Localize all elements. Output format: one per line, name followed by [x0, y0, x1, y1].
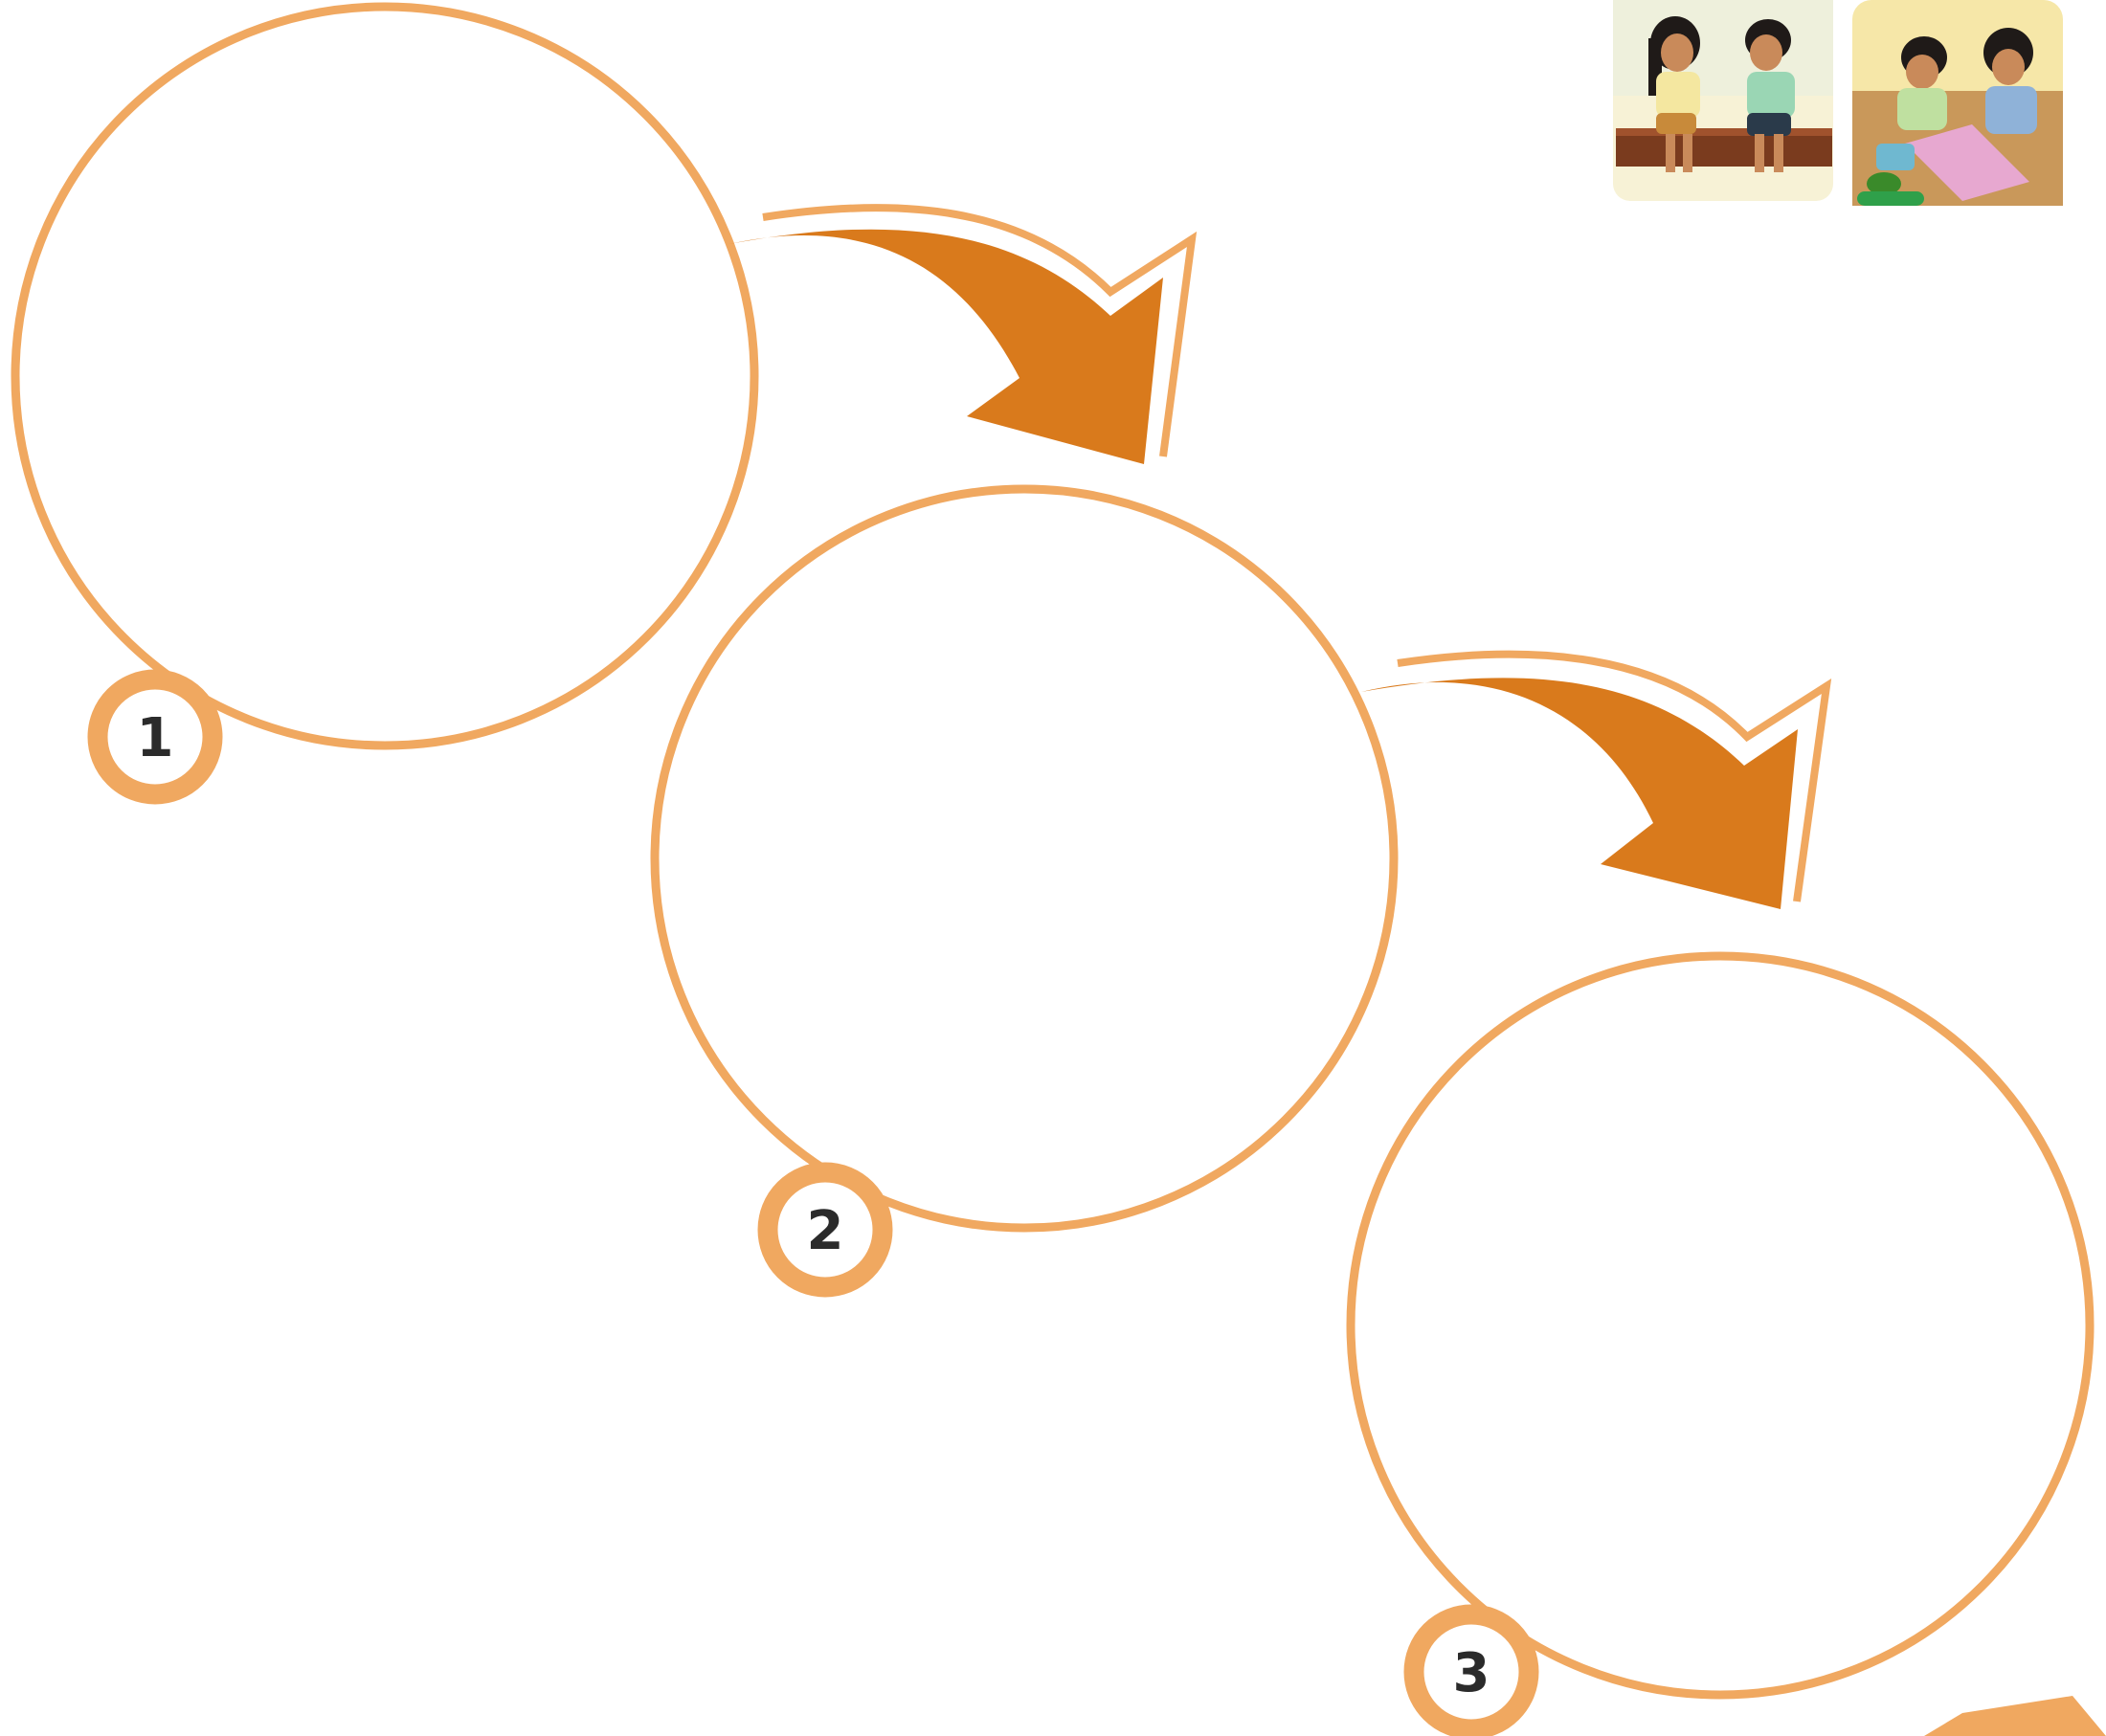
step-3-circle	[1351, 956, 2090, 1695]
thumbnail-children-sitting-icon	[1613, 0, 1833, 201]
step-1: 1	[15, 7, 754, 794]
step-2-circle	[655, 489, 1394, 1228]
step-2-number: 2	[807, 1200, 844, 1262]
step-2: 2	[655, 489, 1394, 1287]
step-1-number: 1	[137, 707, 174, 769]
thumbnail-children-crafting-icon	[1852, 0, 2063, 206]
corner-tab	[1924, 1696, 2106, 1736]
step-3: 3	[1351, 956, 2090, 1729]
arrow-step2-to-step3	[1361, 655, 1826, 909]
step-3-number: 3	[1453, 1642, 1490, 1704]
step-1-circle	[15, 7, 754, 746]
arrow-step1-to-step2	[729, 208, 1192, 464]
